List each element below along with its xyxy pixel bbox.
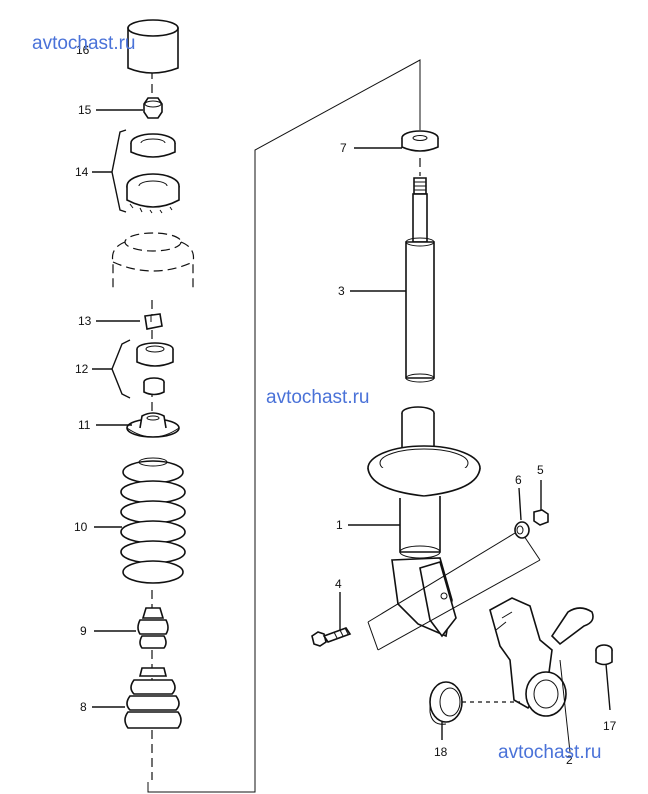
callout-13: 13 [78,314,92,328]
part-11-spring-seat [126,412,180,438]
part-10-coil-spring [120,457,186,584]
part-17-plug [595,644,613,666]
part-13-bush [144,313,163,330]
assembly-frame [147,59,421,793]
callout-17: 17 [603,719,617,733]
part-14-bearing [126,133,180,214]
callout-12: 12 [75,362,89,376]
callout-1: 1 [336,518,343,532]
callout-15: 15 [78,103,92,117]
part-6-washer [514,521,530,539]
callout-10: 10 [74,520,88,534]
watermark-bottom-right: avtochast.ru [498,742,602,763]
part-16-cap [127,19,179,74]
callout-11: 11 [78,418,91,432]
watermark-center: avtochast.ru [266,387,370,408]
part-7-washer [401,130,439,152]
callout-3: 3 [338,284,345,298]
part-5-nut [533,509,549,526]
watermarks: avtochast.ru avtochast.ru avtochast.ru [32,33,602,763]
strut-mount-phantom [111,232,195,292]
part-4-bolt [311,627,352,647]
callout-2: 2 [566,753,573,767]
bolt-axis [367,529,541,651]
part-9-bump-stop [137,607,169,649]
callout-6: 6 [515,473,522,487]
part-8-dust-boot [124,667,182,729]
callout-18: 18 [434,745,448,759]
callout-16: 16 [76,43,90,57]
callout-8: 8 [80,700,87,714]
part-1-strut-housing [367,406,481,638]
callout-14: 14 [75,165,89,179]
watermark-top-left: avtochast.ru [32,33,136,54]
part-12-buffer [136,342,174,396]
callout-9: 9 [80,624,87,638]
part-15-nut [143,97,163,119]
callout-labels: 16 15 14 13 12 11 10 9 8 7 3 1 4 6 5 18 … [74,43,617,767]
callout-4: 4 [335,577,342,591]
part-3-shock-absorber [405,177,435,383]
callout-5: 5 [537,463,544,477]
leader-lines [92,109,611,753]
part-18-wheel-bearing [429,681,520,725]
callout-7: 7 [340,141,347,155]
part-2-bearing-housing [489,597,594,717]
